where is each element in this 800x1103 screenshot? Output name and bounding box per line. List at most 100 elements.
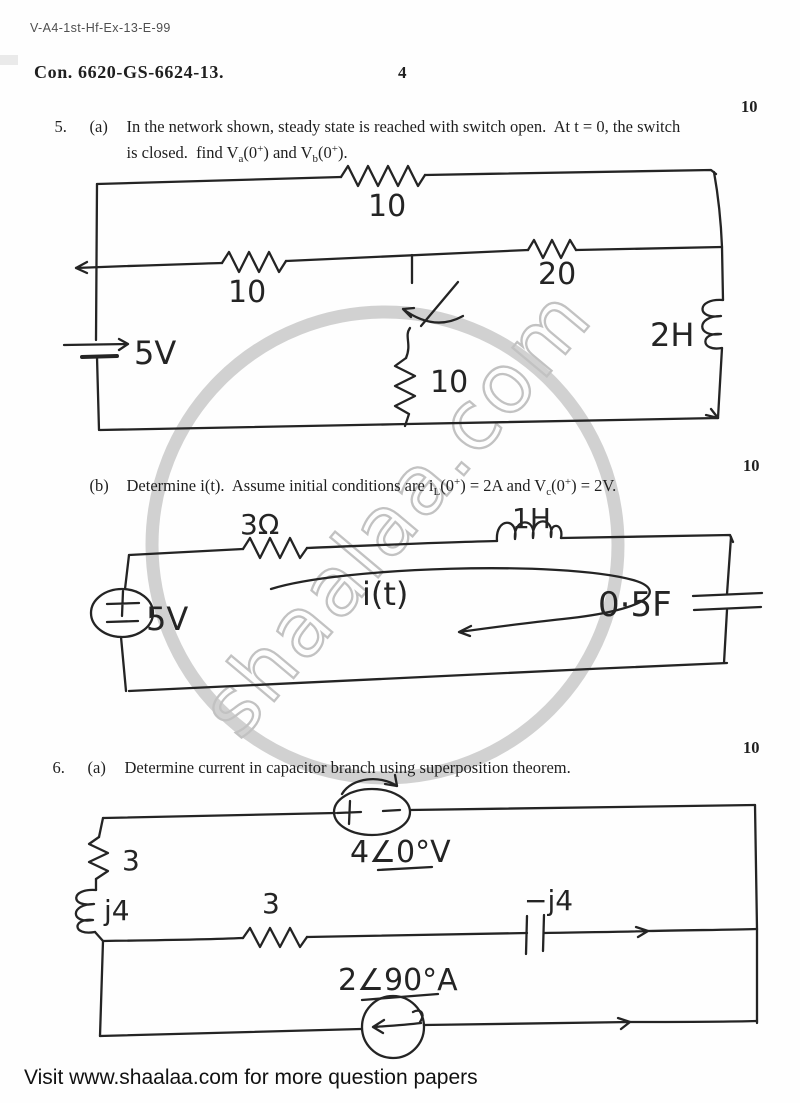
voltage-source-label: 5V — [134, 334, 176, 372]
resistor-label: 3 — [122, 844, 140, 877]
wire — [94, 182, 101, 432]
question-number: 6. — [52, 758, 65, 777]
wire — [127, 547, 245, 557]
question-text: Determine i(t). Assume initial condition… — [126, 476, 434, 495]
resistor-label: 10 — [368, 189, 406, 224]
wire — [101, 936, 245, 943]
resistor-symbol — [241, 926, 309, 949]
resistor-label: 10 — [228, 275, 266, 310]
wire — [93, 930, 105, 1038]
question-text: ). — [338, 143, 348, 162]
wire — [284, 248, 530, 263]
wire — [305, 539, 499, 550]
resistor-symbol — [526, 238, 578, 260]
plus-minus-symbol — [105, 589, 141, 624]
source-polarity-arrow — [340, 773, 399, 796]
voltage-source-symbol — [89, 587, 155, 639]
inductor-symbol — [74, 888, 98, 934]
angle-underline — [376, 865, 434, 872]
wire — [574, 245, 724, 252]
wire — [74, 260, 224, 275]
question-5a-line1: 5. (a) In the network shown, steady state … — [38, 97, 681, 157]
question-text: (0 — [440, 476, 454, 495]
resistor-symbol — [220, 250, 288, 274]
resistor-symbol — [393, 356, 417, 428]
subscript-a: a — [238, 153, 244, 165]
marks-badge: 10 — [743, 738, 760, 757]
doc-code: V-A4-1st-Hf-Ex-13-E-99 — [30, 21, 171, 35]
wire — [305, 931, 529, 939]
question-part-label: (a) — [89, 117, 108, 136]
superscript-plus: + — [454, 476, 461, 488]
question-text: Determine current in capacitor branch us… — [124, 758, 571, 777]
question-part-label: (b) — [89, 476, 109, 495]
wire — [127, 661, 729, 693]
plus-minus-symbol — [335, 799, 402, 826]
circuit-diagram-q5a: 10 10 20 10 5V 2H — [62, 164, 725, 432]
subscript-L: L — [433, 486, 441, 498]
question-5a-line2: is closed. find Va(0+) and Vb(0+). — [110, 123, 348, 185]
capacitor-symbol — [524, 913, 546, 956]
question-text: ) = 2V. — [571, 476, 617, 495]
wire — [722, 608, 729, 665]
exam-code: Con. 6620-GS-6624-13. — [34, 62, 225, 82]
voltage-source-label: 4∠0°V — [350, 835, 451, 870]
inductor-label: 2H — [650, 316, 694, 354]
footer-text: Visit www.shaalaa.com for more question … — [24, 1066, 478, 1089]
inductor-label: j4 — [103, 894, 130, 927]
wire — [725, 535, 733, 596]
circuit-diagram-q6a: 3 j4 4∠0°V 3 −j4 2∠90°A — [74, 773, 759, 1060]
loop-current-arrow — [269, 567, 651, 638]
inductor-symbol — [495, 520, 563, 543]
circuit-diagram-q5b: 3Ω 1H 5V 0·5F i(t) — [89, 502, 764, 693]
subscript-b: b — [312, 153, 319, 165]
resistor-label: 20 — [538, 257, 576, 292]
scan-smudge — [0, 55, 18, 65]
question-5b-line: (b) Determine i(t). Assume initial condit… — [73, 456, 617, 518]
wire — [119, 553, 131, 693]
capacitor-label: 0·5F — [598, 585, 672, 625]
capacitor-label: −j4 — [524, 884, 573, 917]
superscript-plus: + — [564, 476, 572, 488]
loop-current-label: i(t) — [362, 575, 408, 613]
wire — [101, 811, 337, 820]
subscript-c: c — [546, 486, 552, 498]
capacitor-symbol — [691, 591, 764, 612]
switch-blade — [419, 280, 460, 328]
question-text: (0 — [551, 476, 565, 495]
wire — [422, 1016, 759, 1031]
superscript-plus: + — [257, 143, 264, 155]
wire — [97, 816, 105, 839]
current-source-arrow — [371, 1009, 424, 1035]
resistor-label: 3 — [262, 887, 280, 920]
wire — [404, 326, 412, 360]
resistor-label: 3Ω — [240, 508, 279, 541]
wire — [98, 1027, 363, 1038]
question-text: ) = 2A and V — [460, 476, 547, 495]
resistor-symbol — [241, 536, 309, 560]
wire — [542, 925, 759, 939]
battery-symbol — [80, 354, 119, 359]
voltage-source-symbol — [332, 787, 412, 837]
wire — [408, 803, 757, 812]
inductor-symbol — [701, 298, 725, 350]
wire — [712, 170, 725, 302]
question-text: is closed. find V — [126, 143, 239, 162]
question-6a-line: 6. (a) Determine current in capacitor bran… — [36, 738, 571, 798]
superscript-plus: + — [331, 143, 338, 155]
question-text: ) and V — [263, 143, 313, 162]
wire — [716, 346, 724, 420]
battery-symbol — [62, 337, 130, 352]
question-number: 5. — [54, 117, 67, 136]
switch-arrow — [401, 306, 465, 324]
page-number: 4 — [398, 63, 407, 82]
inductor-label: 1H — [512, 502, 551, 535]
question-text: In the network shown, steady state is re… — [126, 117, 681, 136]
marks-badge: 10 — [741, 97, 758, 116]
current-source-label: 2∠90°A — [338, 963, 458, 998]
wire — [753, 803, 759, 1025]
question-part-label: (a) — [87, 758, 106, 777]
wire — [423, 168, 718, 177]
resistor-symbol — [339, 164, 427, 188]
